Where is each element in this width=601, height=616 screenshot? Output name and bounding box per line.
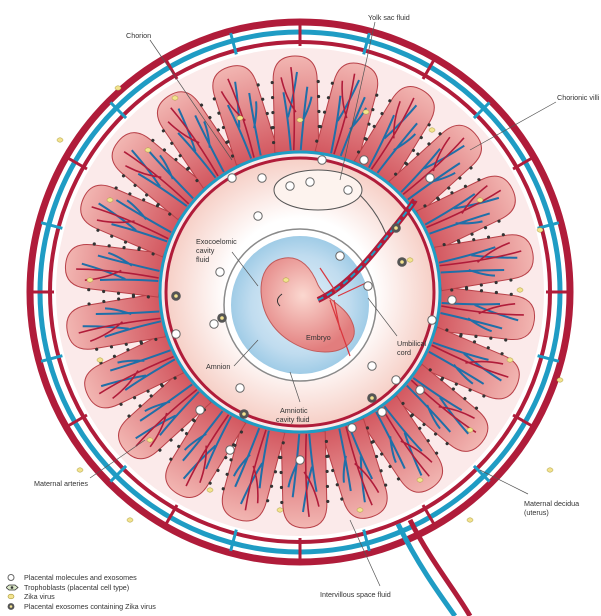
placental-molecule [364,282,372,290]
legend-item-trophoblasts: Trophoblasts (placental cell type) [6,583,156,593]
label-maternal-decidua-1: Maternal decidua [524,499,579,508]
placental-molecule [416,386,424,394]
label-yolk-sac-fluid: Yolk sac fluid [368,13,410,22]
umbilical-outflow-blue [398,524,455,616]
zika-virus [357,508,363,512]
legend-item-placental-molecules: Placental molecules and exosomes [6,573,156,583]
zika-virus [297,118,303,122]
placental-molecule [228,174,236,182]
zika-virus [115,86,121,90]
zika-virus [507,358,513,362]
zika-virus [277,508,283,512]
filled-circle-icon [6,602,20,611]
zika-virus [467,518,473,522]
legend-text: Trophoblasts (placental cell type) [24,583,129,592]
zika-virus [77,468,83,472]
label-exocoelomic-1: Exocoelomic [196,237,237,246]
zika-virus [363,110,369,114]
zika-virus [57,138,63,142]
zika-virus [145,148,151,152]
label-chorion: Chorion [126,31,151,40]
zika-virus [557,378,563,382]
zika-virus [97,358,103,362]
label-intervillous: Intervillous space fluid [320,590,391,599]
label-exocoelomic-3: fluid [196,255,209,264]
zika-virus [147,438,153,442]
legend-item-zika-virus: Zika virus [6,592,156,602]
label-umbilical-1: Umbilical [397,339,427,348]
legend-item-exosomes-zika: Placental exosomes containing Zika virus [6,602,156,612]
placental-molecule [368,362,376,370]
zika-virus [107,198,113,202]
legend-text: Placental molecules and exosomes [24,573,137,582]
label-embryo: Embryo [306,333,331,342]
umbilical-outflow-red [410,520,470,616]
label-maternal-arteries: Maternal arteries [34,479,88,488]
label-amniotic-1: Amniotic [280,406,308,415]
zika-virus [172,96,178,100]
legend-text: Zika virus [24,592,55,601]
zika-virus [87,278,93,282]
trophoblast-icon [6,583,20,592]
placental-molecule [196,406,204,414]
zika-virus [283,278,289,282]
placental-molecule [378,408,386,416]
label-exocoelomic-2: cavity [196,246,215,255]
legend-text: Placental exosomes containing Zika virus [24,602,156,611]
zika-virus [417,478,423,482]
placental-molecule [286,182,294,190]
placental-molecule [172,330,180,338]
placental-molecule [226,446,234,454]
placental-molecule [210,320,218,328]
open-circle-icon [6,573,20,582]
placental-molecule [360,156,368,164]
placental-molecule [448,296,456,304]
placental-molecule [428,316,436,324]
placental-molecule [344,186,352,194]
zika-virus [407,258,413,262]
placental-molecule [318,156,326,164]
yellow-oval-icon [6,592,20,601]
zika-virus [547,468,553,472]
placental-molecule [254,212,262,220]
placental-molecule [306,178,314,186]
zika-virus [207,488,213,492]
placental-molecule [392,376,400,384]
label-amnion: Amnion [206,362,230,371]
zika-virus [237,116,243,120]
zika-virus [517,288,523,292]
legend: Placental molecules and exosomes Trophob… [6,573,156,611]
placental-molecule [426,174,434,182]
placental-molecule [336,252,344,260]
zika-virus [537,228,543,232]
placental-molecule [296,456,304,464]
placental-molecule [216,268,224,276]
placental-molecule [258,174,266,182]
villus [279,431,330,528]
zika-virus [467,428,473,432]
placental-molecule [236,384,244,392]
placental-molecule [348,424,356,432]
label-amniotic-2: cavity fluid [276,415,310,424]
zika-virus [477,198,483,202]
villus [270,56,321,153]
zika-virus [429,128,435,132]
label-umbilical-2: cord [397,348,411,357]
label-chorionic-villi: Chorionic villi [557,93,600,102]
zika-virus [127,518,133,522]
label-maternal-decidua-2: (uterus) [524,508,549,517]
